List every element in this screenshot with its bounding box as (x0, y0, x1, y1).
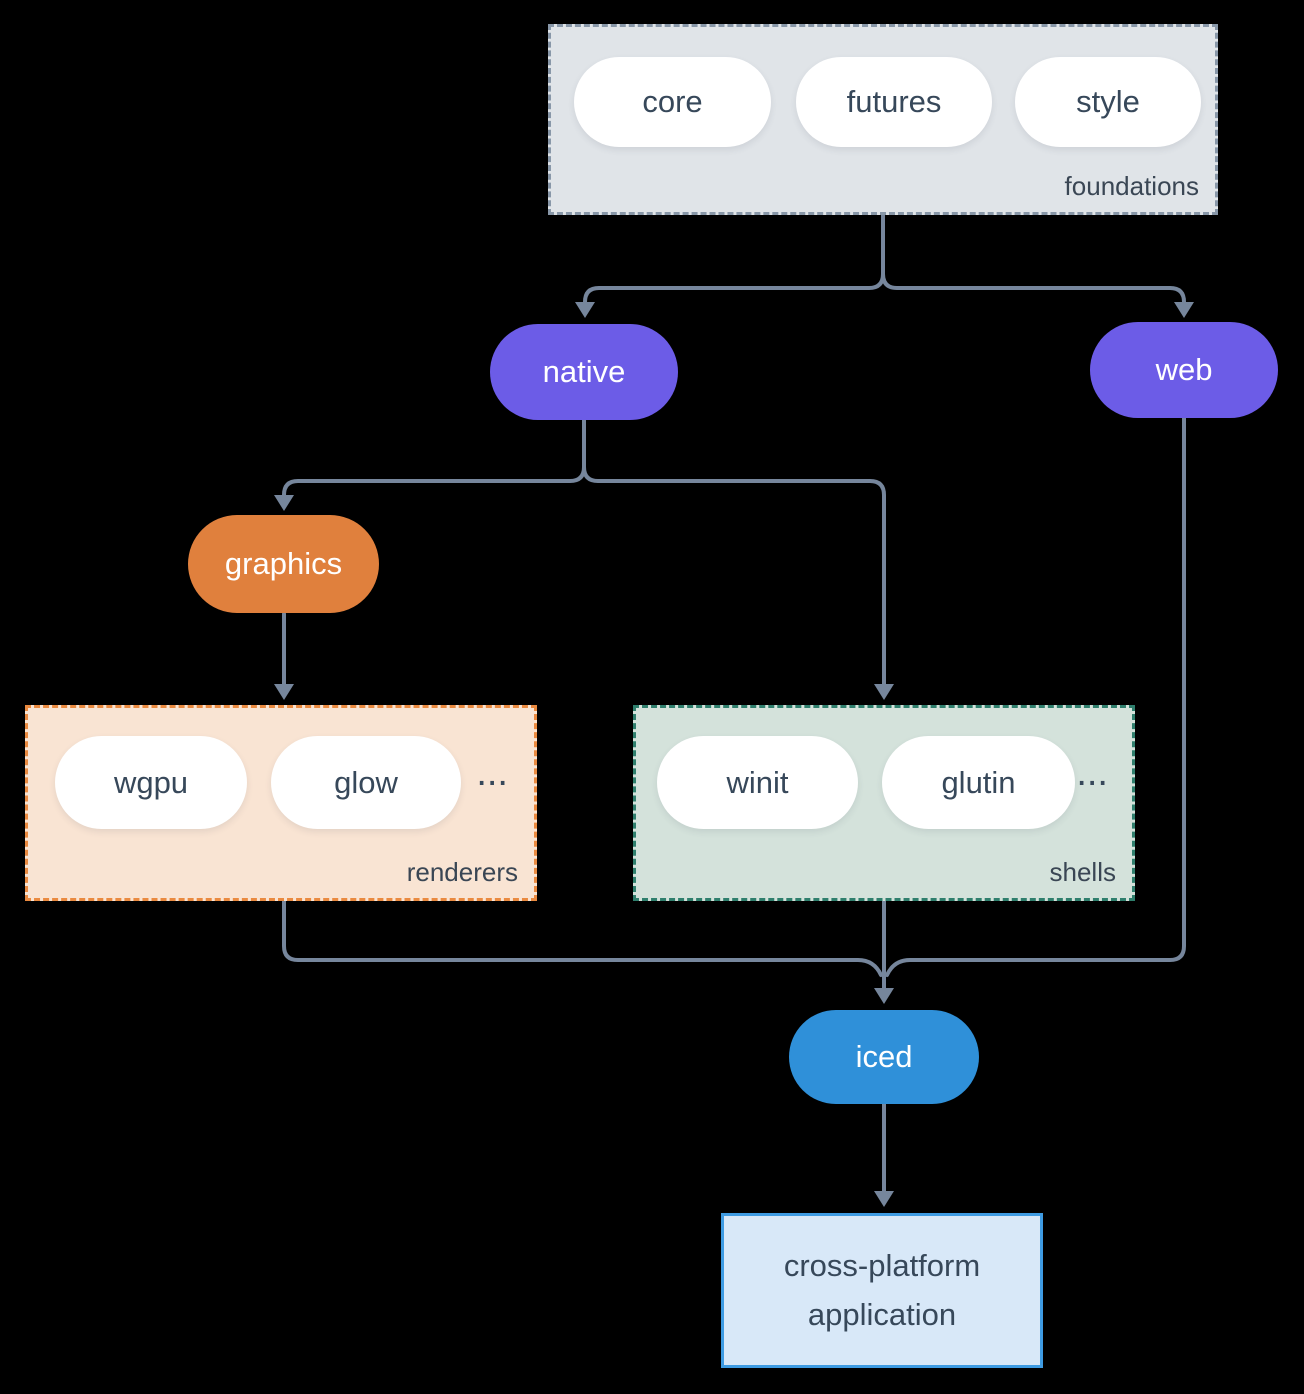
node-web: web (1090, 322, 1278, 418)
arrowhead-iced (874, 988, 894, 1004)
arrowhead-application (874, 1191, 894, 1207)
group-renderers: wgpu glow ... renderers (25, 705, 537, 901)
group-foundations: core futures style foundations (548, 24, 1218, 215)
shells-ellipsis: ... (1076, 752, 1108, 794)
node-winit: winit (657, 736, 858, 829)
edge-foundations-native (583, 213, 885, 306)
renderers-ellipsis: ... (476, 752, 508, 794)
node-wgpu: wgpu (55, 736, 247, 829)
node-core: core (574, 57, 771, 147)
group-renderers-label: renderers (406, 857, 518, 887)
edge-renderers-iced (282, 899, 883, 977)
arrowhead-graphics (274, 495, 294, 511)
node-native: native (490, 324, 678, 420)
arrowhead-renderers (274, 684, 294, 700)
group-foundations-label: foundations (1064, 171, 1199, 201)
group-shells: winit glutin ... shells (633, 705, 1135, 901)
node-iced: iced (789, 1010, 979, 1104)
edge-native-graphics (282, 419, 586, 498)
node-glutin: glutin (882, 736, 1075, 829)
arrowhead-native (575, 302, 595, 318)
edge-web-iced (885, 416, 1186, 977)
node-style: style (1015, 57, 1201, 147)
edge-foundations-web (881, 213, 1186, 306)
arrowhead-web (1174, 302, 1194, 318)
group-shells-label: shells (1049, 857, 1116, 887)
node-cross-platform-application: cross-platform application (721, 1213, 1043, 1368)
node-futures: futures (796, 57, 992, 147)
node-graphics: graphics (188, 515, 379, 613)
arrowhead-shells (874, 684, 894, 700)
node-glow: glow (271, 736, 461, 829)
edge-native-shells (582, 419, 886, 686)
